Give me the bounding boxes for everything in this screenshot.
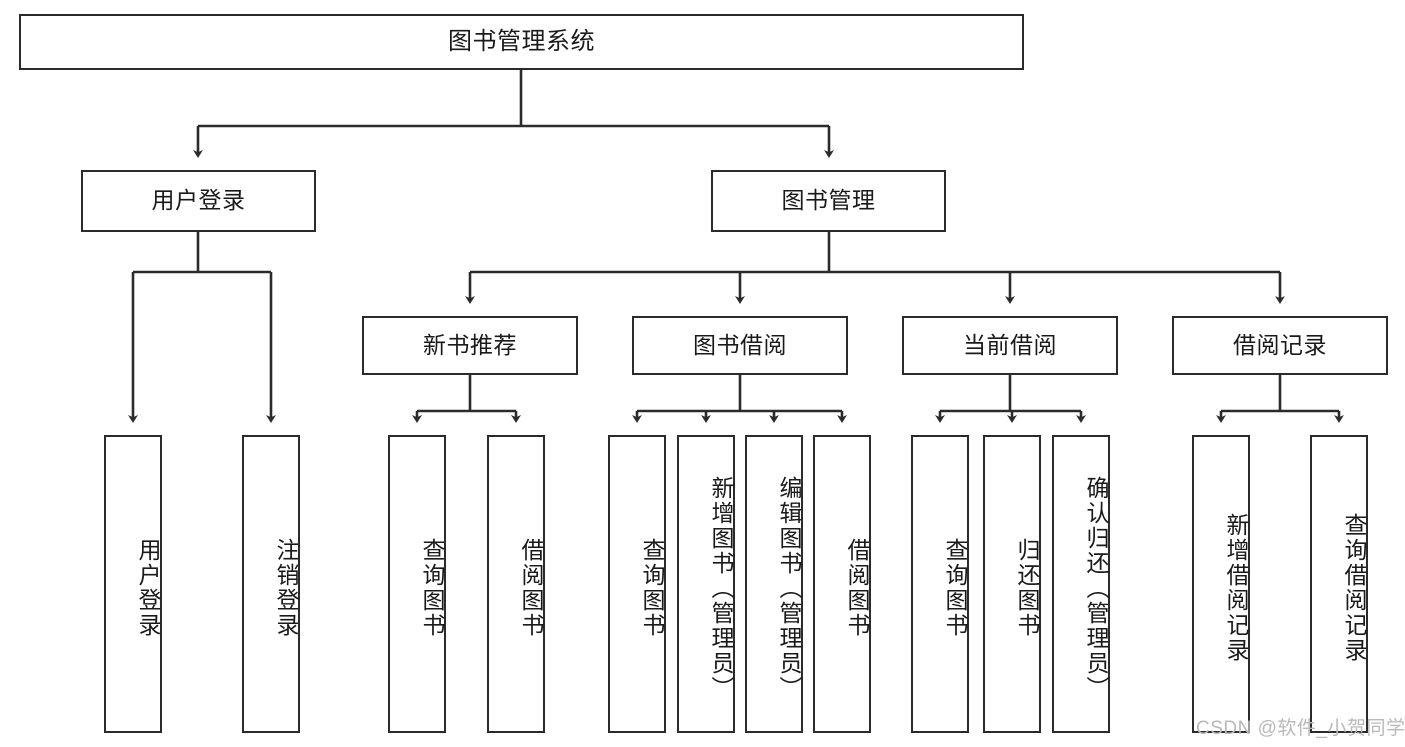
node-label: 新增借阅记录 [1223,513,1249,663]
node-leaf-return-book[interactable]: 归还图书 [983,435,1041,733]
node-book-borrow[interactable]: 图书借阅 [632,316,848,375]
node-label: 查询借阅记录 [1341,513,1367,663]
node-borrow-record[interactable]: 借阅记录 [1172,316,1388,375]
node-label: 查询图书 [419,538,445,638]
node-book-manage[interactable]: 图书管理 [711,170,946,232]
node-leaf-borrow-book-1[interactable]: 借阅图书 [487,435,545,733]
node-label: 图书借阅 [693,331,787,358]
node-label: 归还图书 [1014,538,1040,638]
node-user-login[interactable]: 用户登录 [81,170,316,232]
node-label: 图书管理 [781,187,876,214]
node-leaf-add-borrow-record[interactable]: 新增借阅记录 [1192,435,1250,733]
node-leaf-edit-book[interactable]: 编辑图书（管理员） [745,435,803,733]
node-label: 查询图书 [639,538,665,638]
node-root-system[interactable]: 图书管理系统 [19,14,1024,70]
node-leaf-query-book-3[interactable]: 查询图书 [911,435,969,733]
node-label: 当前借阅 [963,331,1057,358]
node-label: 借阅图书 [844,538,870,638]
node-leaf-query-borrow-record[interactable]: 查询借阅记录 [1310,435,1368,733]
node-label: 用户登录 [135,538,161,638]
node-label: 新书推荐 [423,331,517,358]
node-current-borrow[interactable]: 当前借阅 [902,316,1118,375]
node-leaf-borrow-book-2[interactable]: 借阅图书 [813,435,871,733]
node-label: 编辑图书（管理员） [776,475,802,701]
node-leaf-confirm-return[interactable]: 确认归还（管理员） [1052,435,1110,733]
node-label: 图书管理系统 [448,27,595,55]
node-label: 注销登录 [273,538,299,638]
node-label: 借阅图书 [518,538,544,638]
node-leaf-query-book-1[interactable]: 查询图书 [388,435,446,733]
node-leaf-query-book-2[interactable]: 查询图书 [608,435,666,733]
node-label: 查询图书 [942,538,968,638]
node-label: 确认归还（管理员） [1083,475,1109,701]
node-label: 借阅记录 [1233,331,1327,358]
node-label: 用户登录 [151,187,246,214]
node-leaf-user-login[interactable]: 用户登录 [104,435,162,733]
node-leaf-add-book[interactable]: 新增图书（管理员） [677,435,735,733]
node-new-book-recommend[interactable]: 新书推荐 [362,316,578,375]
node-label: 新增图书（管理员） [708,475,734,701]
node-leaf-logout[interactable]: 注销登录 [242,435,300,733]
csdn-watermark: CSDN @软件_小贺同学 [1196,718,1405,739]
